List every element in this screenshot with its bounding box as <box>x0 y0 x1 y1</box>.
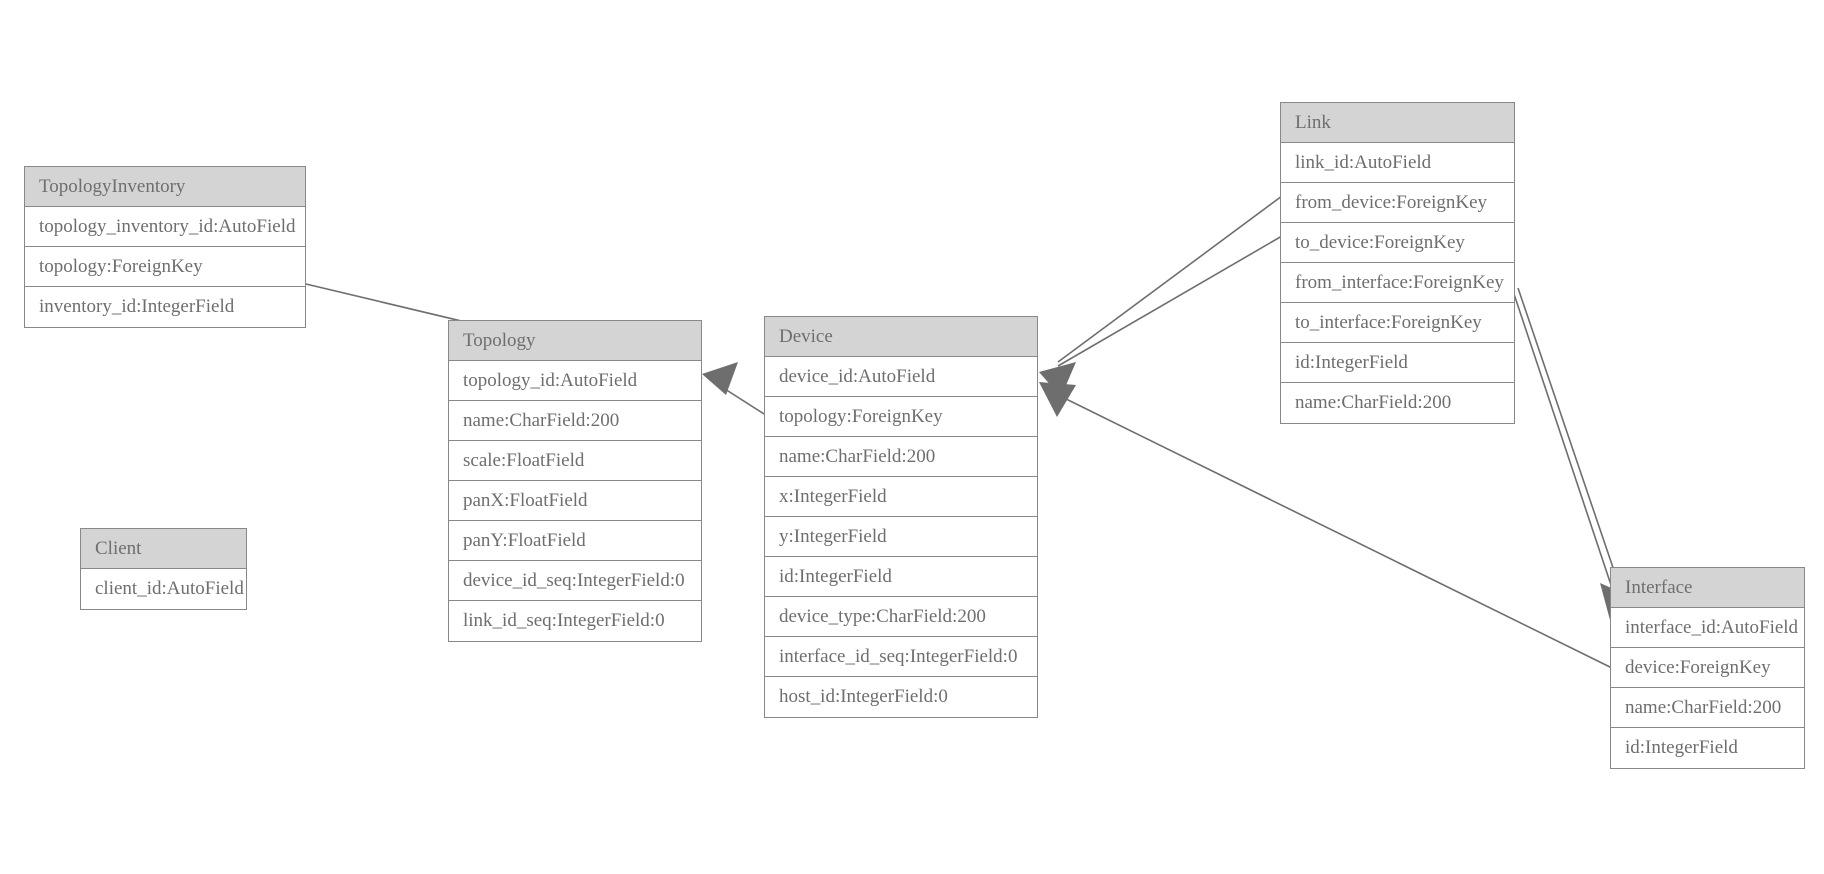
arrowhead-cluster-device <box>1039 362 1076 417</box>
entity-field: id:IntegerField <box>1611 728 1804 768</box>
entity-field: device_id:AutoField <box>765 357 1037 397</box>
entity-field: host_id:IntegerField:0 <box>765 677 1037 717</box>
relationship-link-to-interface <box>1517 287 1625 601</box>
entity-title-link: Link <box>1281 103 1514 143</box>
entity-field: scale:FloatField <box>449 441 701 481</box>
entity-field: panX:FloatField <box>449 481 701 521</box>
entity-field: id:IntegerField <box>1281 343 1514 383</box>
entity-field: topology:ForeignKey <box>765 397 1037 437</box>
entity-field: client_id:AutoField <box>81 569 246 609</box>
relationship-interface-device <box>1055 393 1613 669</box>
entity-field: topology_inventory_id:AutoField <box>25 207 305 247</box>
entity-title-device: Device <box>765 317 1037 357</box>
relationship-link-from-device <box>1057 195 1283 363</box>
relationship-device-topology <box>702 362 765 415</box>
entity-title-topology_inventory: TopologyInventory <box>25 167 305 207</box>
entity-field: link_id_seq:IntegerField:0 <box>449 601 701 641</box>
entity-title-topology: Topology <box>449 321 701 361</box>
entity-field: name:CharField:200 <box>1611 688 1804 728</box>
entity-field: name:CharField:200 <box>765 437 1037 477</box>
entity-field: id:IntegerField <box>765 557 1037 597</box>
relationship-link-from-interface <box>1511 287 1617 601</box>
entity-field: to_interface:ForeignKey <box>1281 303 1514 343</box>
entity-field: device_id_seq:IntegerField:0 <box>449 561 701 601</box>
entity-field: device_type:CharField:200 <box>765 597 1037 637</box>
entity-field: x:IntegerField <box>765 477 1037 517</box>
entity-field: y:IntegerField <box>765 517 1037 557</box>
entity-field: to_device:ForeignKey <box>1281 223 1514 263</box>
entity-field: link_id:AutoField <box>1281 143 1514 183</box>
entity-field: name:CharField:200 <box>1281 383 1514 423</box>
entity-field: topology_id:AutoField <box>449 361 701 401</box>
entity-field: device:ForeignKey <box>1611 648 1804 688</box>
entity-field: interface_id_seq:IntegerField:0 <box>765 637 1037 677</box>
entity-field: from_interface:ForeignKey <box>1281 263 1514 303</box>
entity-field: panY:FloatField <box>449 521 701 561</box>
entity-title-interface: Interface <box>1611 568 1804 608</box>
entity-title-client: Client <box>81 529 246 569</box>
relationship-link-to-device <box>1057 235 1283 367</box>
entity-field: interface_id:AutoField <box>1611 608 1804 648</box>
entity-field: inventory_id:IntegerField <box>25 287 305 327</box>
entity-field: topology:ForeignKey <box>25 247 305 287</box>
entity-field: from_device:ForeignKey <box>1281 183 1514 223</box>
entity-field: name:CharField:200 <box>449 401 701 441</box>
